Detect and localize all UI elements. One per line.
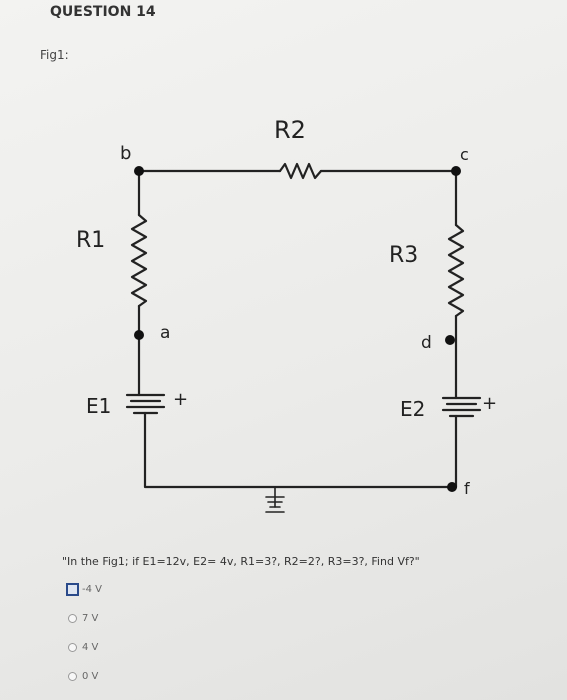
question-text: "In the Fig1; if E1=12v, E2= 4v, R1=3?, …	[62, 555, 420, 568]
radio-button[interactable]	[68, 643, 77, 652]
answer-option[interactable]: -4 V	[66, 575, 102, 604]
wire-bottom	[143, 411, 458, 489]
resistor-r1	[130, 213, 148, 308]
label-e1: E1	[86, 394, 111, 418]
label-node-b: b	[120, 143, 131, 164]
figure-label: Fig1:	[40, 48, 69, 62]
question-title: QUESTION 14	[50, 4, 156, 20]
radio-button[interactable]	[68, 672, 77, 681]
resistor-r2	[278, 162, 323, 180]
label-node-a: a	[160, 323, 170, 343]
option-label: 7 V	[82, 613, 99, 624]
answer-option[interactable]: 4 V	[68, 633, 102, 662]
answer-option[interactable]: 7 V	[68, 604, 102, 633]
label-node-d: d	[421, 333, 432, 353]
label-r2: R2	[274, 116, 306, 144]
option-label: -4 V	[82, 584, 102, 595]
answer-option[interactable]: 0 V	[68, 662, 102, 691]
answer-options: -4 V 7 V 4 V 0 V	[66, 575, 102, 691]
node-a-dot	[134, 330, 144, 340]
radio-button[interactable]	[68, 614, 77, 623]
label-r3: R3	[389, 243, 418, 268]
option-label: 4 V	[82, 642, 99, 653]
label-e2: E2	[400, 397, 425, 421]
label-node-c: c	[460, 145, 469, 164]
label-e2-plus: +	[482, 393, 497, 414]
option-label: 0 V	[82, 671, 99, 682]
node-d-dot	[445, 335, 455, 345]
radio-button[interactable]	[66, 583, 79, 596]
resistor-r3	[447, 223, 465, 318]
label-e1-plus: +	[173, 389, 188, 410]
node-f-dot	[447, 482, 457, 492]
node-c-dot	[451, 166, 461, 176]
label-r1: R1	[76, 228, 105, 253]
node-b-dot	[134, 166, 144, 176]
label-node-f: f	[464, 479, 470, 498]
